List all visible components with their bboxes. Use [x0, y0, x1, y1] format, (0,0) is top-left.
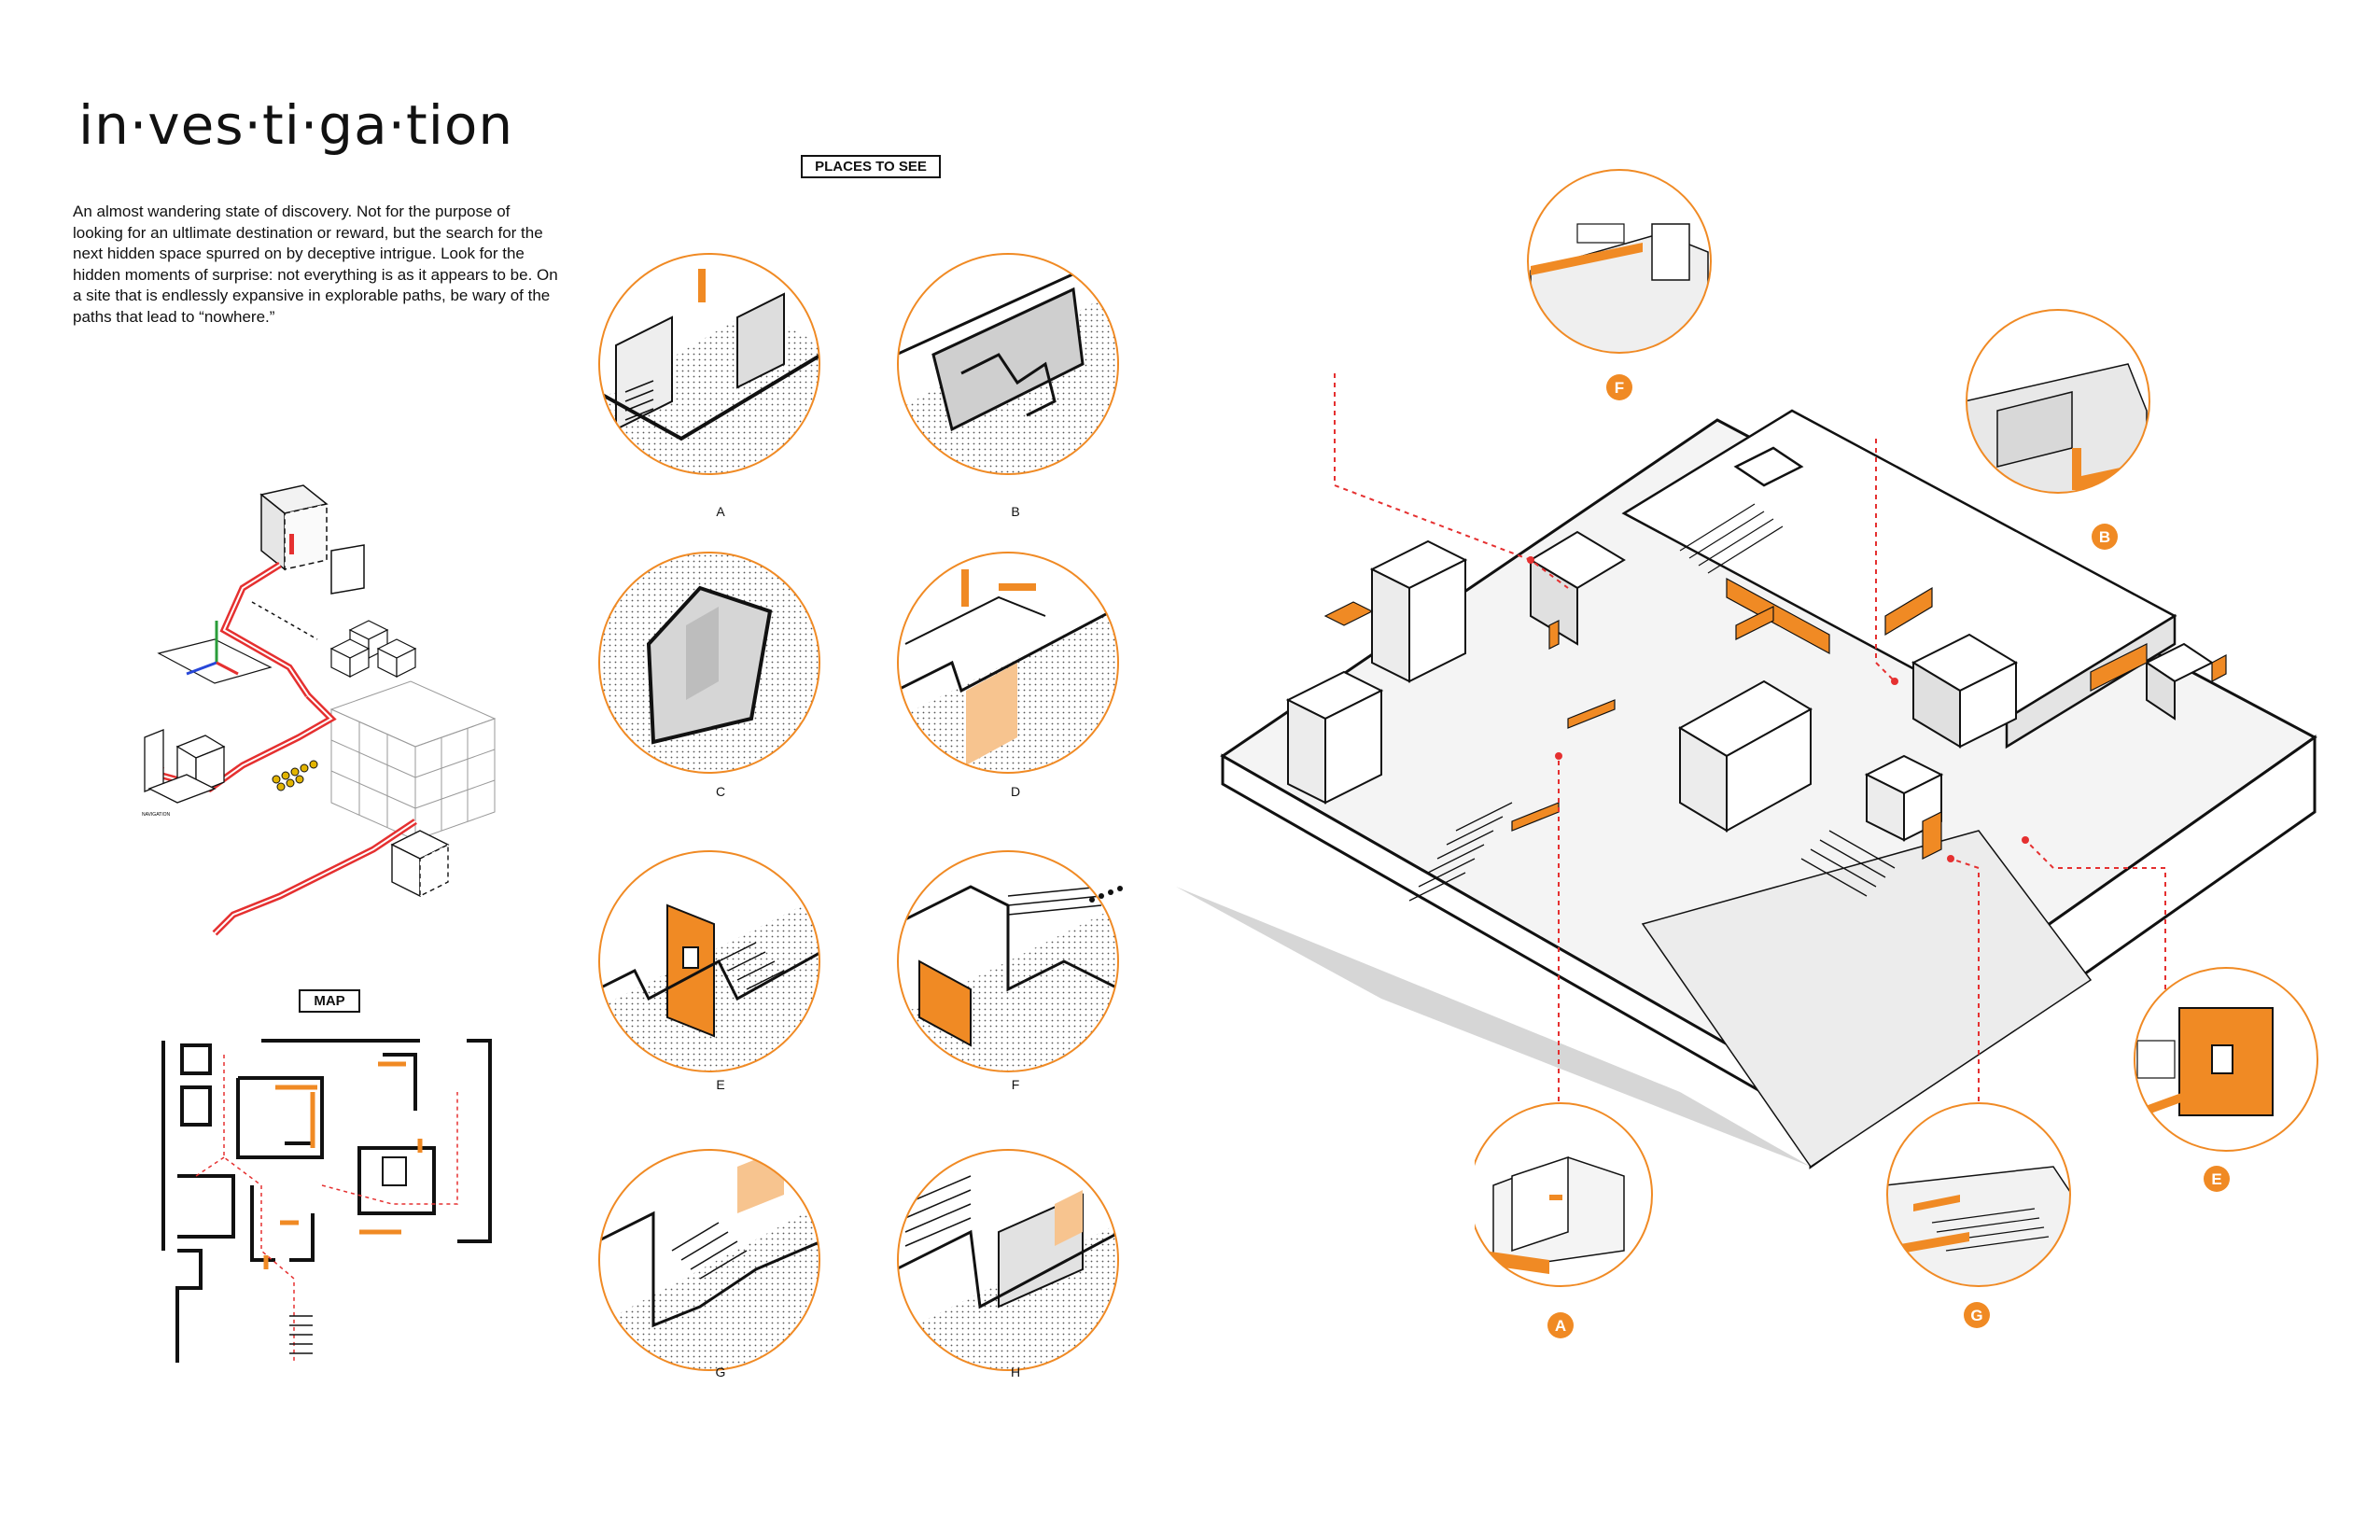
svg-text:F: F: [1615, 379, 1624, 397]
vignette-label-h: H: [1010, 1365, 1021, 1379]
orange-walls: [1323, 577, 2227, 860]
axonometric-site: [1176, 373, 2317, 1251]
axis-plane: [157, 621, 273, 684]
svg-text:G: G: [1970, 1307, 1982, 1324]
marker-dots: [272, 760, 318, 791]
vignette-label-b: B: [1011, 504, 1020, 519]
tag-e: E: [2204, 1166, 2230, 1192]
vignette-label-a: A: [716, 504, 725, 519]
svg-text:A: A: [1555, 1317, 1566, 1335]
vignette-b: [897, 253, 1119, 475]
vignette-label-e: E: [716, 1077, 725, 1092]
stairs: [1408, 802, 1896, 902]
vignette-c: [598, 552, 820, 774]
vignette-g: [598, 1149, 820, 1371]
vignette-h: [897, 1149, 1119, 1371]
detail-g: [1886, 1102, 2071, 1287]
vignette-d: [897, 552, 1119, 774]
svg-text:B: B: [2099, 528, 2110, 546]
map-label: MAP: [299, 989, 360, 1013]
cube-cluster: [329, 620, 417, 678]
vignette-label-g: G: [715, 1365, 726, 1379]
vignette-grid: [598, 253, 1123, 1371]
vignette-label-f: F: [1011, 1077, 1020, 1092]
tag-f: F: [1606, 374, 1632, 400]
block-structure: [144, 729, 226, 804]
tag-g: G: [1964, 1302, 1990, 1328]
vignette-label-c: C: [715, 784, 726, 799]
detail-callouts: F B E A G: [1475, 169, 2318, 1338]
vignette-e: [598, 850, 820, 1072]
leader-lines: [1334, 373, 2166, 1251]
vignette-a: [598, 253, 820, 475]
vignette-label-d: D: [1010, 784, 1021, 799]
site-map: [161, 1039, 492, 1363]
detail-b: [1966, 309, 2150, 494]
detail-e: [2134, 967, 2318, 1152]
cube-top: [259, 484, 365, 595]
site-shadow: [1176, 887, 1811, 1167]
cube-bottom: [390, 830, 450, 898]
page-title: in·ves·ti·ga·tion: [78, 93, 514, 157]
detail-a: [1475, 1102, 1653, 1287]
tag-b: B: [2092, 524, 2118, 550]
tag-a: A: [1547, 1312, 1574, 1338]
detail-f: [1527, 169, 1712, 354]
navigation-diagram: NAVIGATION: [142, 484, 497, 936]
places-to-see-label: PLACES TO SEE: [801, 155, 941, 178]
svg-text:E: E: [2211, 1170, 2221, 1188]
diagram-caption: NAVIGATION: [142, 812, 170, 818]
grid-volume: [329, 680, 497, 841]
vignette-f: [897, 850, 1123, 1072]
intro-paragraph: An almost wandering state of discovery. …: [73, 203, 558, 326]
building-blocks: [1285, 530, 2214, 842]
